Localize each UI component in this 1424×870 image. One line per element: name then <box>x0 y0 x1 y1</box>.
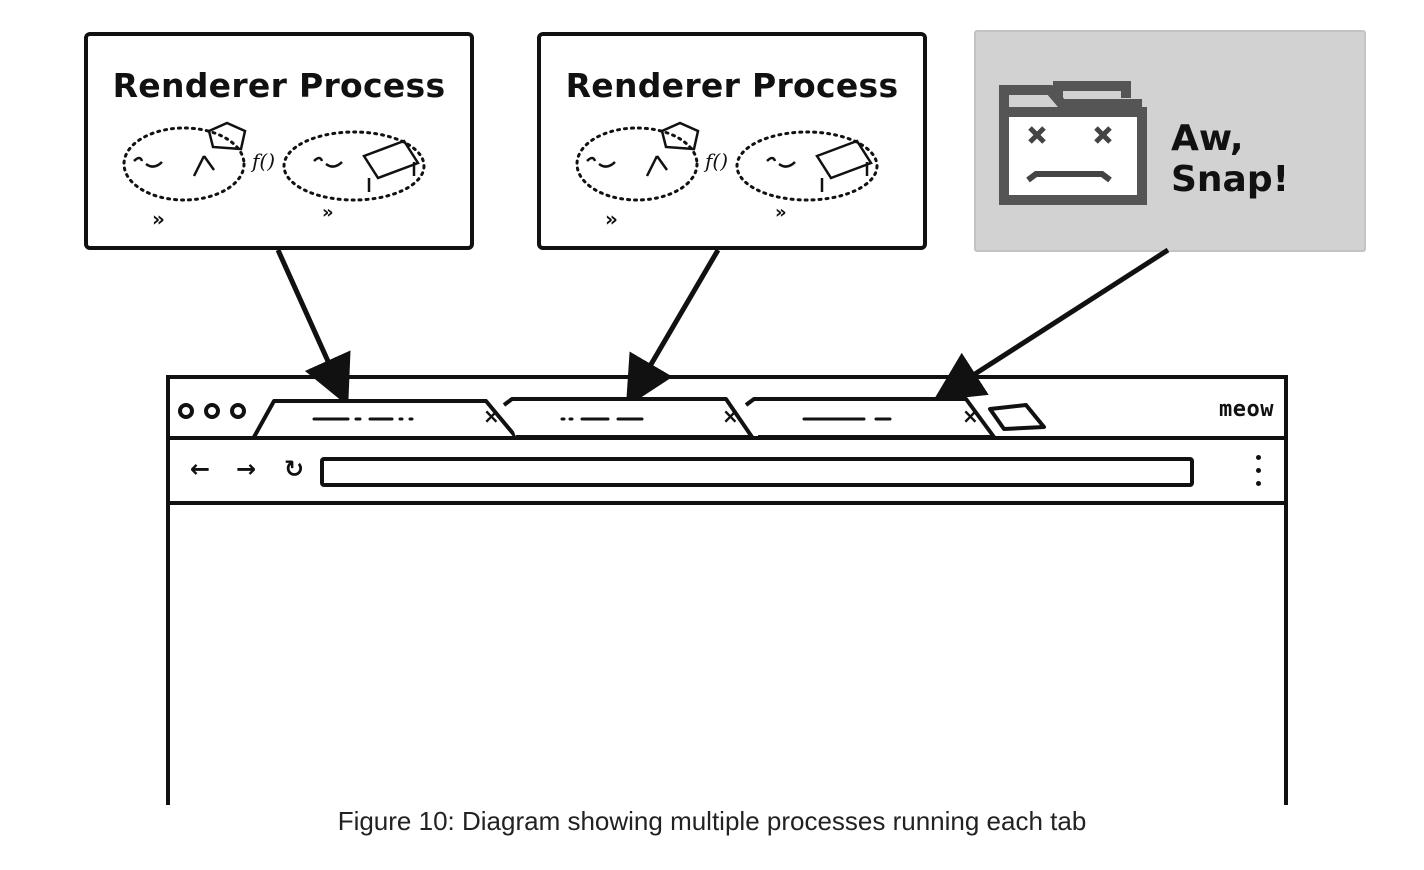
renderer-process-box-1: Renderer Process f() » » <box>84 32 474 250</box>
forward-arrow-icon[interactable]: → <box>236 455 257 483</box>
svg-text:»: » <box>605 207 618 231</box>
svg-text:»: » <box>152 207 165 231</box>
aw-snap-label: Aw, Snap! <box>1171 118 1290 200</box>
page-content-area <box>170 505 1284 805</box>
figure-caption: Figure 10: Diagram showing multiple proc… <box>337 806 1087 836</box>
reload-icon[interactable]: ↻ <box>284 455 305 483</box>
back-arrow-icon[interactable]: ← <box>190 455 211 483</box>
tab-3 <box>744 397 996 439</box>
tab-strip <box>252 397 1046 439</box>
svg-text:f(): f() <box>250 149 275 173</box>
browser-window: × × × meow ← → ↻ <box>166 375 1288 805</box>
profile-label[interactable]: meow <box>1219 397 1274 422</box>
tab-strip-divider <box>170 436 1284 440</box>
window-control-icon[interactable] <box>204 403 220 419</box>
renderer-sketch-icon: f() » » <box>575 121 879 231</box>
svg-text:f(): f() <box>703 149 728 173</box>
arrow-to-tab-3 <box>933 247 1170 401</box>
arrow-to-tab-2 <box>625 248 721 408</box>
arrow-to-tab-1 <box>275 248 351 407</box>
process-title: Renderer Process <box>112 66 446 105</box>
window-control-icon[interactable] <box>178 403 194 419</box>
address-bar[interactable] <box>320 457 1194 487</box>
close-icon[interactable]: × <box>483 404 500 428</box>
new-tab-button <box>988 403 1046 431</box>
window-control-icon[interactable] <box>230 403 246 419</box>
renderer-sketch-icon: f() » » <box>122 121 426 231</box>
sad-folder-icon <box>999 81 1147 205</box>
toolbar-divider <box>170 501 1284 505</box>
svg-text:»: » <box>775 202 787 223</box>
close-icon[interactable]: × <box>962 404 979 428</box>
menu-kebab-icon[interactable] <box>1256 455 1262 489</box>
close-icon[interactable]: × <box>722 404 739 428</box>
crashed-process-box: Aw, Snap! <box>974 30 1366 252</box>
process-title: Renderer Process <box>565 66 899 105</box>
renderer-process-box-2: Renderer Process f() » » <box>537 32 927 250</box>
svg-text:»: » <box>322 202 334 223</box>
